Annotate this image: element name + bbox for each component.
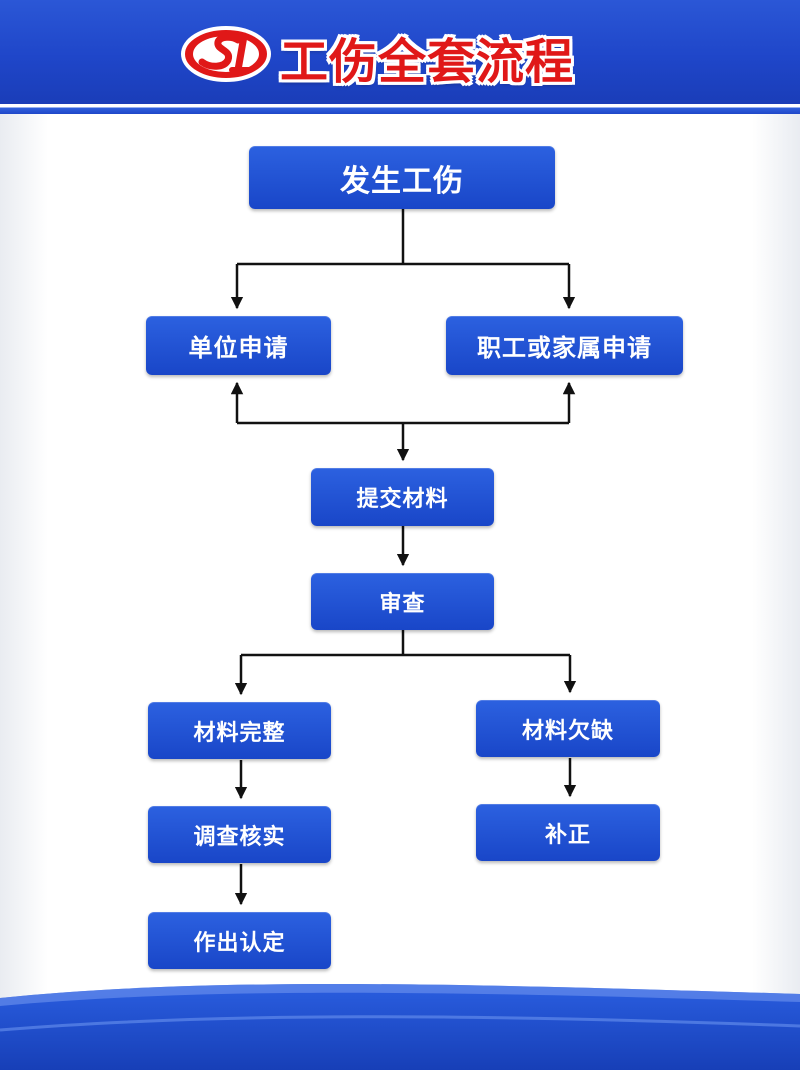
node-materials-complete: 材料完整 (148, 702, 331, 759)
node-worker-application-label: 职工或家属申请 (477, 334, 652, 362)
node-make-determination-label: 作出认定 (193, 930, 286, 956)
footer-wave (0, 984, 800, 1070)
node-materials-complete-label: 材料完整 (193, 720, 286, 746)
node-injury-occurs: 发生工伤 (249, 146, 555, 209)
social-insurance-logo (181, 26, 271, 82)
node-investigate-verify: 调查核实 (148, 806, 331, 863)
node-investigate-verify-label: 调查核实 (193, 824, 286, 850)
node-submit-materials-label: 提交材料 (356, 487, 449, 512)
node-supplement: 补正 (476, 804, 660, 861)
node-unit-application-label: 单位申请 (188, 334, 289, 362)
node-materials-missing-label: 材料欠缺 (521, 718, 614, 744)
node-supplement-label: 补正 (544, 822, 591, 848)
node-worker-application: 职工或家属申请 (446, 316, 683, 375)
page-title: 工伤全套流程 (280, 34, 575, 90)
node-injury-occurs-label: 发生工伤 (340, 163, 464, 199)
node-make-determination: 作出认定 (148, 912, 331, 969)
node-submit-materials: 提交材料 (311, 468, 494, 526)
node-review-label: 审查 (379, 591, 426, 617)
node-materials-missing: 材料欠缺 (476, 700, 660, 757)
header-divider (0, 104, 800, 114)
node-unit-application: 单位申请 (146, 316, 331, 375)
node-review: 审查 (311, 573, 494, 630)
